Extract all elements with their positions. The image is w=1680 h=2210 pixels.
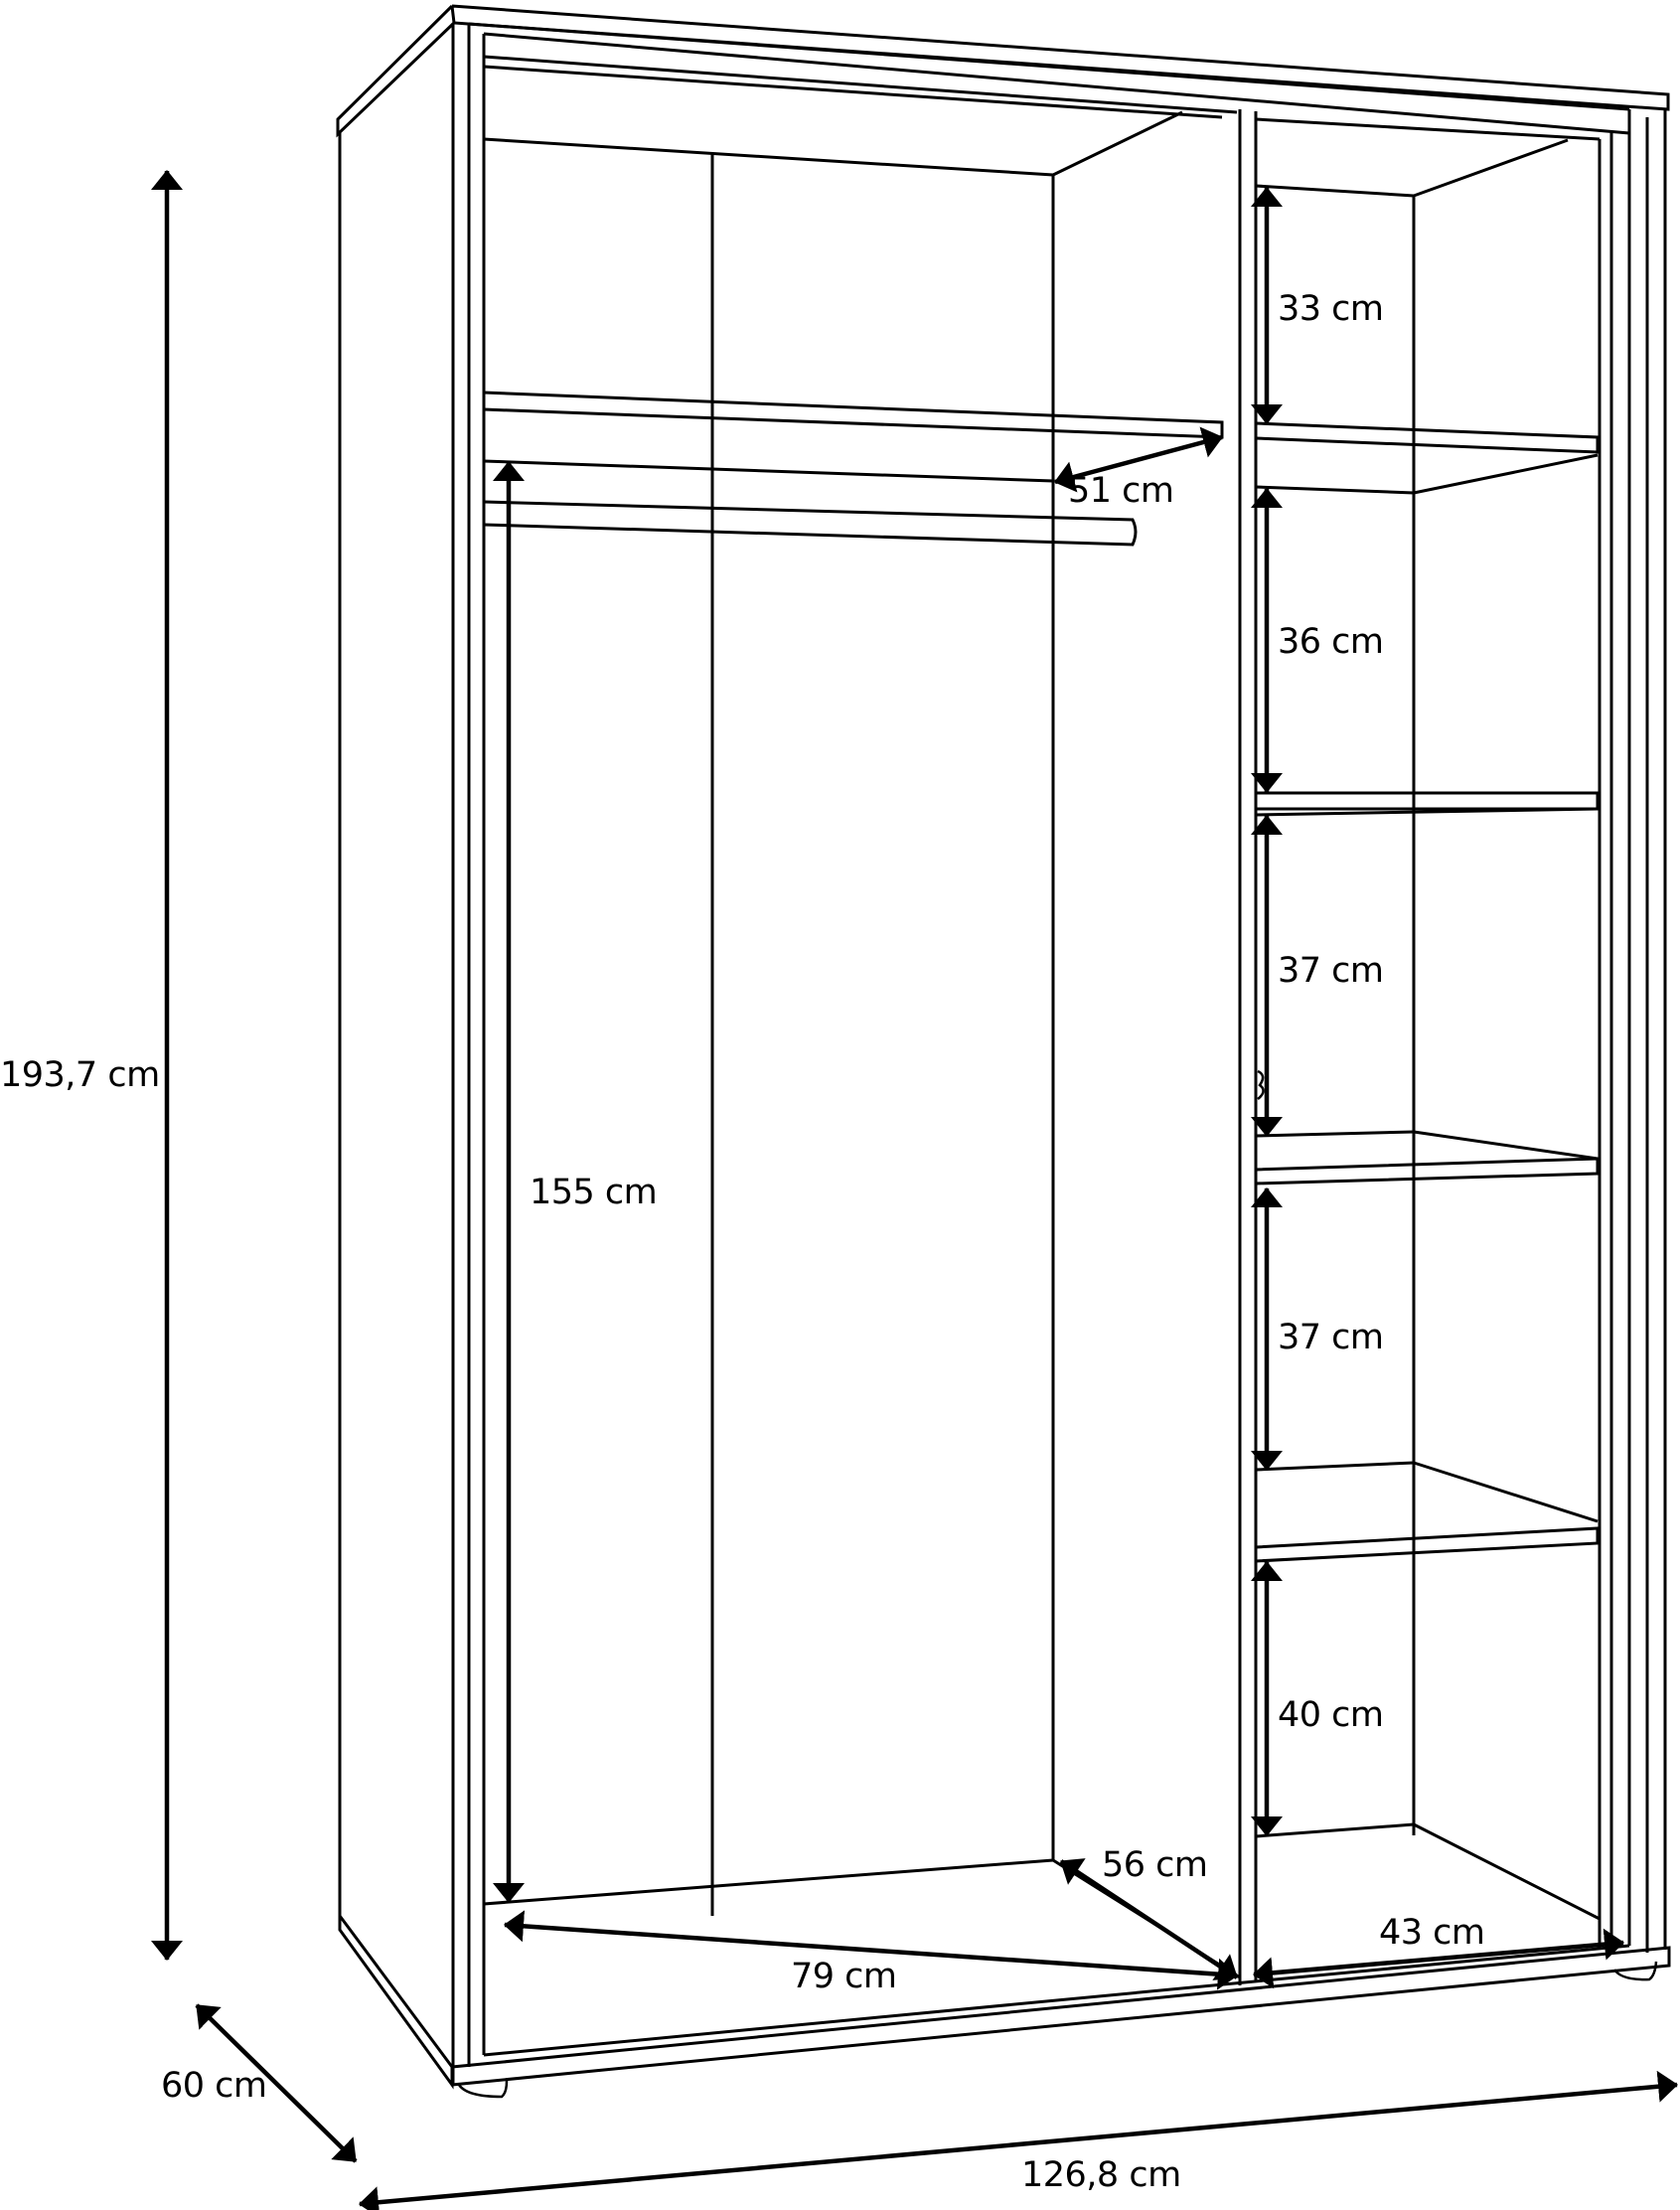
- rail-depth-arrow: [1054, 426, 1223, 493]
- label-total-width: 126,8 cm: [1021, 2155, 1181, 2195]
- dimension-arrows: [151, 170, 1678, 2210]
- depth-arrow: [195, 2003, 358, 2163]
- label-shelf-1-height: 33 cm: [1278, 289, 1384, 329]
- label-left-inner-width: 79 cm: [791, 1957, 897, 1996]
- left-compartment: [483, 154, 1241, 1979]
- label-left-inner-depth: 56 cm: [1102, 1845, 1208, 1885]
- inner-depth-arrow: [1059, 1858, 1239, 1980]
- label-shelf-2-height: 36 cm: [1278, 622, 1384, 662]
- hinge-icon: [1257, 1069, 1265, 1100]
- right-compartment: [1255, 117, 1601, 1921]
- label-rail-depth: 51 cm: [1068, 471, 1174, 511]
- label-hanging-height: 155 cm: [530, 1173, 658, 1212]
- cabinet-outline: [336, 4, 1671, 2099]
- width-arrow: [359, 2070, 1678, 2210]
- label-right-inner-width: 43 cm: [1379, 1913, 1485, 1953]
- label-shelf-3-height: 37 cm: [1278, 951, 1384, 991]
- label-shelf-5-height: 40 cm: [1278, 1695, 1384, 1735]
- label-total-depth: 60 cm: [161, 2066, 267, 2106]
- inner-width-right-arrow: [1253, 1928, 1624, 1989]
- label-shelf-4-height: 37 cm: [1278, 1318, 1384, 1357]
- label-total-height: 193,7 cm: [0, 1055, 160, 1095]
